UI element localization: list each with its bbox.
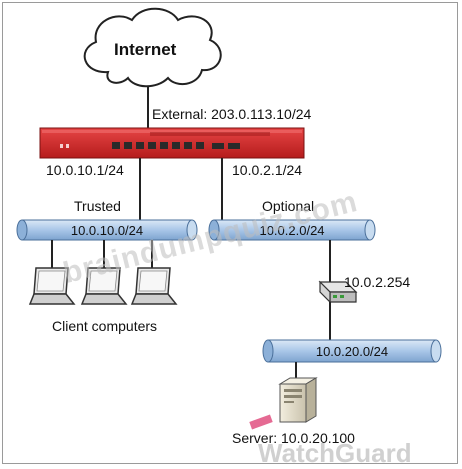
trusted-name-label: Trusted <box>74 198 121 214</box>
server-segment <box>262 339 442 363</box>
external-ip-label: External: 203.0.113.10/24 <box>152 106 312 122</box>
clients-label: Client computers <box>52 318 158 334</box>
highlight-mark <box>249 414 273 430</box>
diagram-frame <box>2 2 458 464</box>
router-ip-label: 10.0.2.254 <box>344 274 411 290</box>
server-network-label: 10.0.20.0/24 <box>315 344 389 359</box>
optional-name-label: Optional <box>262 198 315 214</box>
trusted-network-label: 10.0.10.0/24 <box>70 223 144 238</box>
trusted-segment <box>16 219 198 241</box>
laptop-icon <box>130 267 178 305</box>
trusted-interface-label: 10.0.10.1/24 <box>46 162 124 178</box>
optional-interface-label: 10.0.2.1/24 <box>232 162 303 178</box>
laptop-icon <box>28 267 76 305</box>
optional-segment <box>208 219 376 241</box>
server-icon <box>278 377 318 423</box>
router-icon <box>318 280 358 304</box>
internet-cloud <box>83 7 222 88</box>
firewall-appliance <box>39 127 305 159</box>
optional-network-label: 10.0.2.0/24 <box>259 223 325 238</box>
server-label: Server: 10.0.20.100 <box>232 430 355 446</box>
brand-watermark: WatchGuard <box>258 438 412 468</box>
internet-label: Internet <box>114 40 177 59</box>
laptop-icon <box>80 267 128 305</box>
